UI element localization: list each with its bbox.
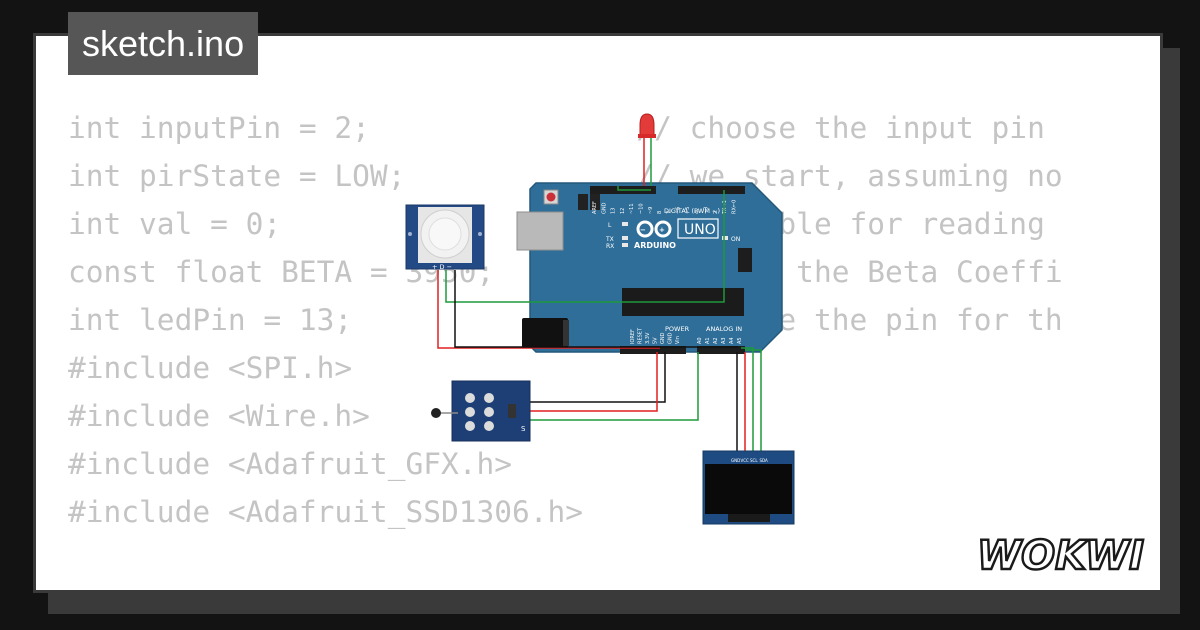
power-pin-label: RESET [638,327,644,344]
led-l-label: L [608,222,612,229]
on-label: ON [731,236,740,243]
pir-motion-sensor[interactable]: + D − [405,204,485,271]
code-line: #include <SPI.h> [68,351,353,385]
power-pin-label: IOREF [630,329,636,344]
digital-pin-label: 2 [713,211,719,214]
digital-pin-label: ~9 [648,207,654,214]
icsp2-header [738,248,752,272]
digital-pin-label: ~11 [629,203,635,214]
power-pin-label: GND [668,332,674,344]
digital-pin-label: 4 [694,211,700,214]
analog-pin-label: A4 [729,337,735,344]
oled-sda-wire [745,349,762,455]
file-tab[interactable]: sketch.ino [68,12,259,75]
analog-header [697,346,745,354]
icsp-header [578,194,588,210]
code-line: int pirState = LOW; // we start, assumin… [68,159,1063,193]
analog-pin-label: A5 [737,337,743,344]
board-model: UNO [684,222,716,238]
ntc-signal-wire [528,352,699,421]
led-rx-label: RX [606,243,614,250]
thermistor-icon [431,408,441,418]
power-header [620,346,686,354]
power-pin-label: 3.3V [645,332,651,344]
power-pin-label: GND [660,332,666,344]
digital-pin-label: ~5 [685,207,691,214]
digital-pin-label: ~6 [676,207,682,214]
digital-label: DIGITAL (PWM ~) [664,207,720,215]
analog-pin-label: A2 [713,337,719,344]
ntc-pin-label: S [521,425,526,433]
digital-pin-label: RX←0 [732,200,738,214]
usb-port [516,211,564,251]
digital-pin-label: ~10 [639,203,645,214]
wokwi-logo: WOKWI [976,532,1146,580]
power-label: POWER [665,325,690,333]
code-line: #include <Wire.h> [68,399,370,433]
digital-pin-label: 8 [657,211,663,214]
svg-text:−: − [640,226,646,234]
code-line: #include <Adafruit_GFX.h> [68,447,513,481]
ntc-vcc-wire [528,352,658,412]
pir-pins-label: + D − [432,263,452,271]
code-background: int inputPin = 2; // choose the input pi… [68,104,1080,590]
oled-pin-label: SDA [760,458,769,463]
digital-pin-label: AREF [592,201,598,214]
oled-scl-wire [741,347,754,455]
analog-pin-label: A1 [705,337,711,344]
ntc-temperature-sensor[interactable]: S [431,380,531,442]
analog-label: ANALOG IN [706,325,742,333]
power-pin-label: Vin [675,336,681,344]
power-pin-label: 5V [653,337,659,344]
red-led[interactable] [638,113,656,138]
oled-pin-label: VCC [741,458,750,463]
code-line: int inputPin = 2; // choose the input pi… [68,111,1045,145]
oled-screen [705,464,792,514]
oled-pin-label: SCL [750,458,758,463]
led-tx-label: TX [605,236,614,243]
wires [437,138,762,455]
ntc-gnd-wire [528,352,666,403]
analog-pin-label: A3 [721,337,727,344]
digital-pin-label: TX→1 [722,200,728,215]
digital-header-right [678,186,745,194]
analog-pin-label: A0 [697,337,703,344]
power-jack [522,318,568,348]
digital-pin-label: GND [601,202,607,214]
arduino-logo-icon: − + [636,220,672,238]
pir-gnd-wire [454,270,738,348]
digital-pin-label: ~3 [704,207,710,214]
digital-pin-label: 13 [611,208,617,214]
wokwi-logo-text: WOKWI [977,533,1144,579]
pir-data-wire [445,190,725,303]
svg-text:+: + [659,226,665,234]
code-line: #include <Adafruit_SSD1306.h> [68,495,584,529]
digital-pin-label: 7 [666,211,672,214]
oled-pin-label: GND [731,458,740,463]
arduino-brand: ARDUINO [634,241,676,250]
pir-vcc-wire [437,270,660,349]
digital-pin-label: 12 [620,208,626,214]
